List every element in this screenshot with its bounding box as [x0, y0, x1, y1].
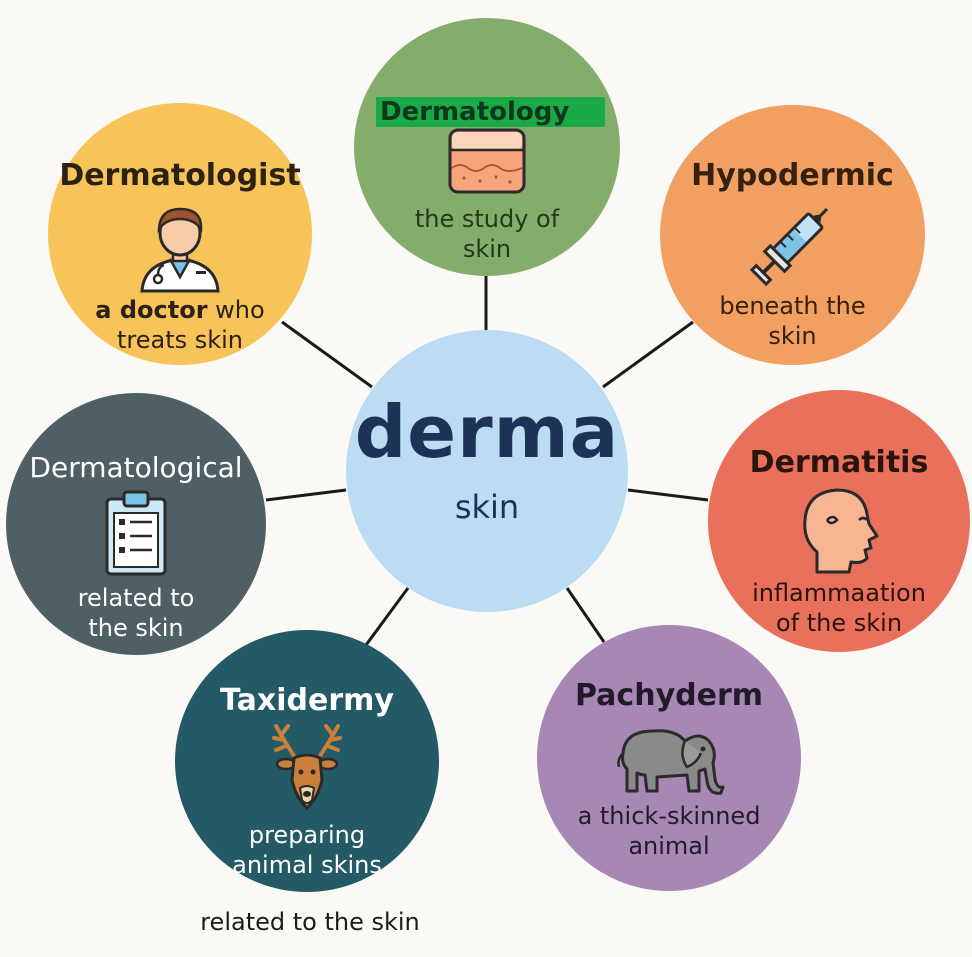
desc-rest: who — [207, 296, 265, 324]
clipboard-icon — [105, 490, 167, 576]
node-title: Hypodermic — [691, 158, 894, 193]
node-desc-line2: of the skin — [775, 609, 903, 637]
node-desc-line1: a doctor who — [95, 295, 264, 325]
center-root-word: derma — [354, 390, 620, 474]
node-desc-line1: beneath the — [719, 292, 866, 320]
node-desc-line2: the skin — [88, 614, 184, 642]
desc-emphasis: a doctor — [95, 296, 208, 324]
node-title: Dermatological — [29, 451, 243, 484]
center-meaning: skin — [454, 488, 520, 526]
deer-head-icon — [272, 724, 342, 811]
node-title: Dermatitis — [749, 445, 929, 480]
doctor-icon — [140, 207, 220, 293]
footer-note: related to the skin — [200, 908, 420, 936]
node-title: Pachyderm — [575, 678, 763, 713]
node-desc-line2: treats skin — [116, 326, 244, 354]
connector-dermatological — [265, 488, 347, 502]
skin-layers-icon — [448, 128, 526, 194]
connector-hypodermic — [602, 320, 694, 389]
connector-taxidermy — [364, 587, 410, 646]
node-title: Dermatologist — [59, 158, 301, 193]
node-desc-line1: a thick-skinned — [577, 802, 761, 830]
node-desc-line1: inflammaation — [752, 579, 926, 607]
node-desc-line2: skin — [768, 322, 817, 350]
elephant-icon — [617, 729, 725, 795]
center-circle-derma: derma skin — [346, 330, 628, 612]
node-desc-line1: related to — [77, 584, 195, 612]
node-dermatological: Dermatological related to the skin — [6, 393, 266, 655]
node-title: Taxidermy — [220, 683, 394, 718]
node-dermatologist: Dermatologist a doctor who treats skin — [48, 103, 312, 365]
node-desc-line1: preparing — [248, 821, 366, 849]
node-hypodermic: Hypodermic beneath the skin — [660, 105, 925, 365]
connector-dermatitis — [627, 488, 709, 502]
node-taxidermy: Taxidermy preparing animal skins — [175, 630, 439, 892]
node-dermatitis: Dermatitis inflammaation of the skin — [708, 390, 970, 652]
node-dermatology: Dermatology the study of skin — [354, 18, 620, 276]
node-desc-line2: skin — [462, 235, 512, 263]
node-desc-line2: animal skins — [232, 851, 382, 879]
connector-dermatologist — [281, 320, 373, 389]
node-pachyderm: Pachyderm a thick-skinned animal — [537, 625, 801, 891]
syringe-icon — [749, 207, 828, 287]
node-desc-line2: animal — [628, 832, 710, 860]
connector-pachyderm — [565, 587, 606, 643]
face-profile-icon — [803, 488, 879, 574]
node-title: Dermatology — [376, 97, 606, 127]
node-desc-line1: the study of — [414, 205, 560, 233]
